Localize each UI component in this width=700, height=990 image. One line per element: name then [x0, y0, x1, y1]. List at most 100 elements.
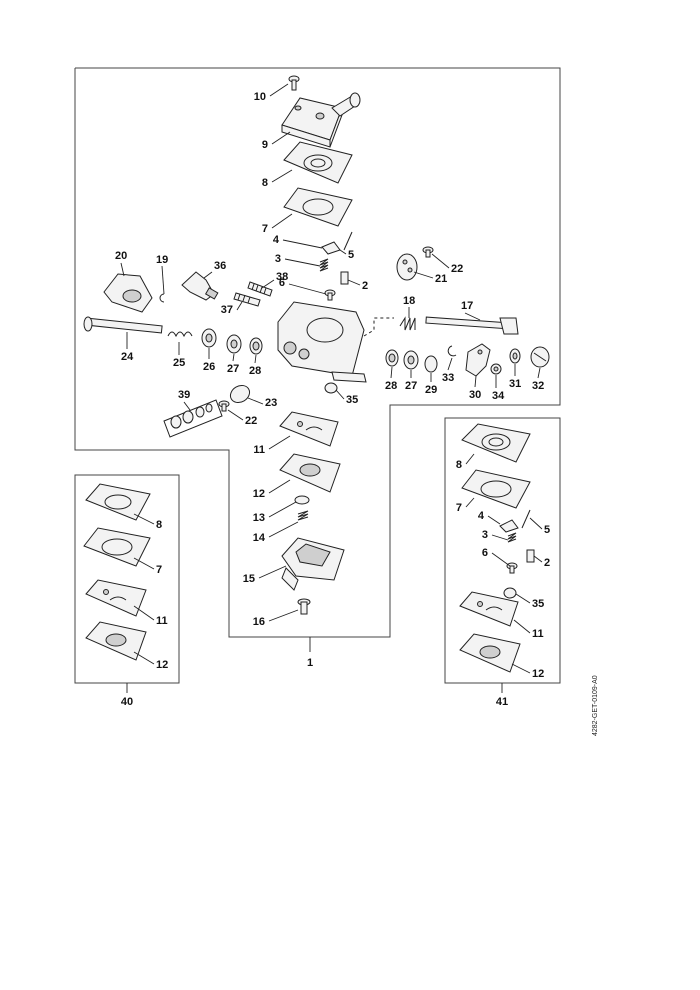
screw-22-lower-drawing — [218, 400, 230, 412]
part-callout-18: 18 — [403, 295, 415, 307]
part-callout-25: 25 — [173, 357, 185, 369]
drawing-code: 4282-GET-0109-A0 — [592, 675, 599, 736]
spring-25-drawing — [167, 331, 193, 338]
part-callout-2: 2 — [544, 557, 550, 569]
throttle-shaft-24-drawing — [83, 316, 163, 334]
leader-line — [271, 131, 291, 145]
carburetor-body-drawing — [277, 301, 367, 383]
leader-line — [254, 354, 257, 364]
part-callout-5: 5 — [544, 524, 550, 536]
bushings-right-drawing — [385, 349, 438, 373]
leader-line — [236, 301, 243, 311]
kit41-plug-35-drawing — [503, 587, 517, 599]
screw-16-drawing — [297, 598, 311, 615]
assembly-number-right-kit: 41 — [496, 696, 508, 708]
part-callout-2: 2 — [362, 280, 368, 292]
leader-line — [133, 557, 155, 570]
washer-31-drawing — [509, 348, 521, 364]
part-callout-35: 35 — [532, 598, 544, 610]
right-kit-frame — [444, 417, 561, 684]
lever-30-drawing — [465, 343, 491, 377]
part-callout-23: 23 — [265, 397, 277, 409]
spring-3-drawing — [319, 258, 329, 272]
leader-line — [133, 605, 155, 621]
nut-34-drawing — [490, 363, 502, 375]
kit40-diaphragm-12-drawing — [85, 621, 147, 661]
leader-line — [183, 401, 191, 411]
leader-line — [271, 213, 293, 229]
part-callout-8: 8 — [456, 459, 462, 471]
kit41-gasket-11-drawing — [459, 591, 519, 627]
part-callout-21: 21 — [435, 273, 447, 285]
part-callout-5: 5 — [348, 249, 354, 261]
leader-line — [268, 435, 291, 450]
diaphragm-8-drawing — [283, 141, 353, 184]
leader-line — [533, 555, 543, 563]
part-callout-7: 7 — [156, 564, 162, 576]
leader-line — [282, 239, 323, 249]
leader-line — [203, 271, 213, 279]
part-callout-12: 12 — [156, 659, 168, 671]
part-callout-28: 28 — [249, 365, 261, 377]
kit41-gasket-7-drawing — [461, 469, 531, 509]
leader-line — [261, 279, 275, 289]
part-callout-27: 27 — [227, 363, 239, 375]
screw-6-drawing — [324, 289, 336, 301]
leader-line — [447, 357, 453, 371]
part-callout-3: 3 — [275, 253, 281, 265]
leader-line — [390, 366, 393, 379]
part-callout-22: 22 — [245, 415, 257, 427]
part-callout-28: 28 — [385, 380, 397, 392]
part-callout-24: 24 — [121, 351, 134, 363]
part-callout-12: 12 — [253, 488, 265, 500]
kit41-diaphragm-8-drawing — [461, 423, 531, 463]
pump-cover-drawing — [281, 92, 361, 148]
plug-35-drawing — [324, 382, 338, 394]
leader-line — [464, 312, 481, 321]
leader-line — [529, 517, 543, 530]
clip-33-drawing — [447, 345, 457, 357]
part-callout-6: 6 — [482, 547, 488, 559]
limiter-cap-36-drawing — [181, 271, 219, 301]
part-callout-35: 35 — [346, 394, 358, 406]
part-callout-30: 30 — [469, 389, 481, 401]
leader-line — [339, 249, 347, 255]
leader-line — [474, 375, 477, 388]
kit41-spring-3-drawing — [507, 532, 517, 543]
leader-line — [268, 609, 299, 622]
bushings-left-drawing — [201, 328, 263, 355]
plug-32-drawing — [530, 346, 550, 368]
leader-line — [511, 663, 531, 674]
leader-line — [284, 258, 321, 267]
part-callout-14: 14 — [253, 532, 266, 544]
leader-line — [491, 552, 511, 567]
part-callout-11: 11 — [253, 444, 265, 456]
part-callout-32: 32 — [532, 380, 544, 392]
leader-line — [465, 497, 475, 508]
part-callout-39: 39 — [178, 389, 190, 401]
leader-line — [133, 651, 155, 665]
adjusting-screw-37-drawing — [233, 292, 261, 307]
part-callout-22: 22 — [451, 263, 463, 275]
part-callout-38: 38 — [276, 271, 288, 283]
washer-13-drawing — [294, 495, 310, 505]
part-callout-4: 4 — [273, 234, 280, 246]
leader-line — [161, 265, 165, 295]
spring-14-drawing — [297, 510, 309, 521]
spring-18-drawing — [399, 316, 416, 331]
gasket-7-drawing — [283, 187, 353, 227]
leader-line — [227, 409, 244, 421]
leader-line — [431, 253, 450, 269]
assembly-number-left-kit: 40 — [121, 696, 133, 708]
leader-line — [288, 283, 327, 295]
screw-10-drawing — [288, 75, 300, 91]
leader-line — [120, 262, 125, 277]
leader-line — [232, 353, 235, 362]
leader-line — [269, 83, 289, 97]
part-callout-8: 8 — [262, 177, 268, 189]
kit41-screw-6-drawing — [506, 562, 518, 574]
leader-line — [247, 397, 264, 405]
leader-line — [268, 479, 291, 494]
part-callout-13: 13 — [253, 512, 265, 524]
